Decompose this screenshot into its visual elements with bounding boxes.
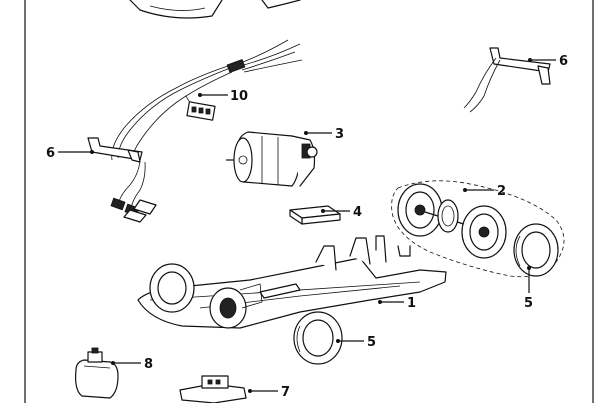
leader-dot-6b: [528, 58, 532, 62]
leader-dot-4: [321, 209, 325, 213]
callout-label-6a: 6: [46, 146, 55, 161]
leader-dot-10: [198, 93, 202, 97]
leader-dot-2: [463, 188, 467, 192]
tire-right: [513, 223, 559, 277]
callout-label-4: 4: [353, 205, 362, 220]
controller-board: [179, 375, 247, 403]
body-shell-fragment: [129, 0, 301, 19]
motor: [226, 131, 318, 187]
leader-dot-8: [111, 361, 115, 365]
leader-dot-5b: [336, 339, 340, 343]
leader-dot-5a: [527, 266, 531, 270]
wiring-harness: [110, 39, 303, 223]
leader-dot-6a: [90, 150, 94, 154]
callout-label-3: 3: [335, 127, 344, 142]
leader-dot-7: [248, 389, 252, 393]
chassis: [137, 235, 447, 329]
callout-label-10: 10: [230, 89, 248, 104]
callout-label-2: 2: [497, 184, 506, 199]
callout-label-7: 7: [281, 385, 290, 400]
callout-label-5a: 5: [524, 296, 533, 311]
rear-axle-assembly: [391, 180, 565, 278]
guide-pickup: [75, 347, 119, 399]
tire-bottom: [293, 311, 343, 365]
callout-label-1: 1: [407, 296, 416, 311]
leader-dot-3: [304, 131, 308, 135]
guide-plate: [289, 205, 341, 225]
callout-label-6b: 6: [559, 54, 568, 69]
bracket-right: [463, 47, 551, 113]
leader-dot-1: [378, 300, 382, 304]
callout-label-8: 8: [144, 357, 153, 372]
callout-label-5b: 5: [367, 335, 376, 350]
